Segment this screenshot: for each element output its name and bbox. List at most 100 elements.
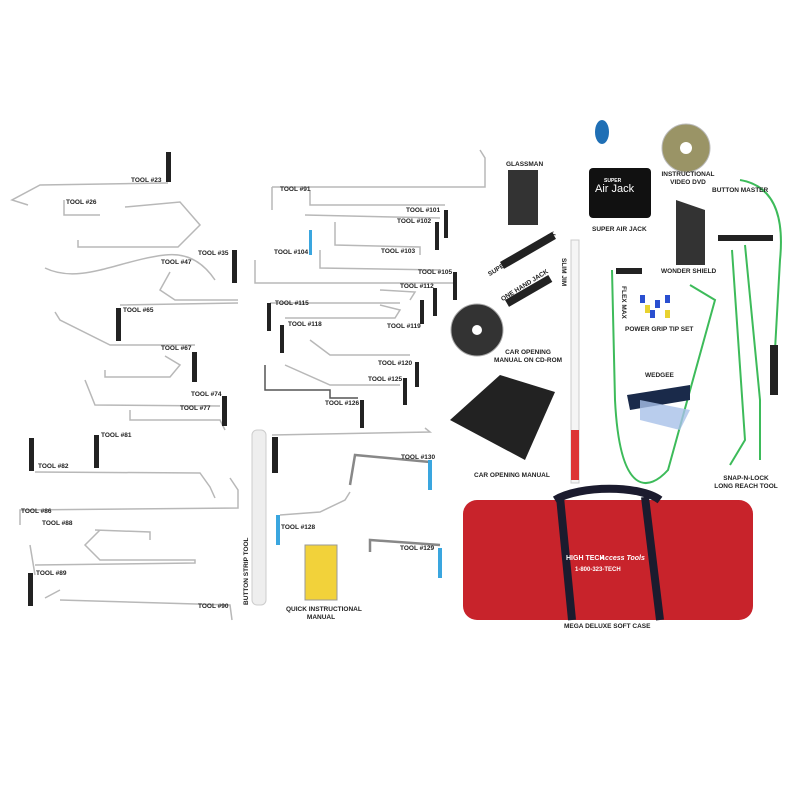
tool-label: TOOL #112 xyxy=(400,283,434,290)
tool-82-rod xyxy=(19,471,239,525)
tool-112-rod xyxy=(270,289,417,319)
snap-n-lock-label-line1: SNAP-N-LOCK xyxy=(723,475,769,482)
tool-part xyxy=(438,548,442,578)
tool-label: TOOL #74 xyxy=(191,391,222,398)
tool-label: TOOL #35 xyxy=(198,250,229,257)
tool-part xyxy=(718,235,773,241)
tool-label: TOOL #65 xyxy=(123,307,154,314)
tool-part xyxy=(116,308,121,341)
tool-23-rod xyxy=(10,182,169,206)
tool-label: TOOL #23 xyxy=(131,177,162,184)
tool-part xyxy=(267,303,271,331)
tool-67-rod xyxy=(104,355,182,378)
tool-part xyxy=(28,573,33,606)
tool-label: TOOL #26 xyxy=(66,199,97,206)
super-air-jack-label: SUPER AIR JACK xyxy=(592,226,647,233)
tool-part xyxy=(415,362,419,387)
tool-label: TOOL #101 xyxy=(406,207,441,214)
cd-rom-label-line1: CAR OPENING xyxy=(505,349,551,356)
wedgee-label: WEDGEE xyxy=(645,372,674,379)
power-grip-tips-yellow xyxy=(645,305,670,318)
tool-label: TOOL #126 xyxy=(325,400,360,407)
tool-part xyxy=(232,250,237,283)
tool-105-rod xyxy=(254,250,455,284)
tool-label: TOOL #130 xyxy=(401,454,436,461)
tool-126-rod xyxy=(264,365,358,399)
tool-part xyxy=(428,460,432,490)
tool-part xyxy=(611,179,782,484)
car-opening-manual-label: CAR OPENING MANUAL xyxy=(474,472,550,479)
wonder-shield-label: WONDER SHIELD xyxy=(661,268,717,275)
tool-label: TOOL #89 xyxy=(36,570,67,577)
tool-part xyxy=(276,515,280,545)
cd-rom-label-line2: MANUAL ON CD-ROM xyxy=(493,357,563,364)
button-master-label: BUTTON MASTER xyxy=(712,187,769,194)
tool-part xyxy=(552,484,664,621)
tool-label: TOOL #102 xyxy=(397,218,432,225)
tool-label: TOOL #77 xyxy=(180,405,211,412)
button-master xyxy=(739,179,782,351)
tool-part xyxy=(665,295,670,303)
tool-26-rod xyxy=(63,200,202,248)
tool-128-rod xyxy=(271,427,433,516)
case-label: MEGA DELUXE SOFT CASE xyxy=(564,623,651,630)
tool-label: TOOL #119 xyxy=(387,323,421,330)
air-jack-bulb xyxy=(595,120,609,144)
slim-jim xyxy=(570,239,580,484)
quick-manual-label-line1: QUICK INSTRUCTIONAL xyxy=(286,606,362,613)
dvd-label-line1: INSTRUCTIONAL xyxy=(661,171,715,178)
tool-129-rod xyxy=(368,538,441,552)
tool-label: TOOL #88 xyxy=(42,520,73,527)
tool-part xyxy=(29,438,34,471)
case-logo-brand: HIGH TECH xyxy=(566,555,605,562)
tool-part xyxy=(640,400,690,430)
tool-label: TOOL #128 xyxy=(281,524,316,531)
one-hand-jack xyxy=(505,275,553,307)
tool-part xyxy=(616,268,642,274)
tool-90-rod xyxy=(29,544,233,621)
tool-part xyxy=(94,435,99,468)
case-logo-tools: Access Tools xyxy=(600,555,645,562)
flex-max xyxy=(611,269,717,484)
tool-label: TOOL #90 xyxy=(198,603,229,610)
tool-label: TOOL #118 xyxy=(288,321,322,328)
tool-part xyxy=(166,152,171,182)
air-jack-logo-text: Air Jack xyxy=(595,183,635,195)
tool-part xyxy=(280,325,284,353)
flex-max-label: FLEX MAX xyxy=(620,286,627,319)
power-grip-tips xyxy=(640,295,670,318)
tool-label: TOOL #67 xyxy=(161,345,192,352)
tool-102-rod xyxy=(304,214,441,255)
tool-part xyxy=(770,345,778,395)
tool-part xyxy=(192,352,197,382)
tool-part xyxy=(403,378,407,405)
tool-part xyxy=(272,437,278,473)
super-one-hand-jack xyxy=(500,232,556,269)
tool-part xyxy=(222,396,227,426)
power-grip-label: POWER GRIP TIP SET xyxy=(625,326,694,333)
tool-88-rod xyxy=(34,529,196,566)
mega-deluxe-soft-case xyxy=(463,500,753,620)
tool-47-rod xyxy=(44,253,216,281)
tool-part xyxy=(433,288,437,316)
tool-65-rod xyxy=(54,302,239,346)
tool-part xyxy=(360,400,364,428)
tool-35-rod xyxy=(159,271,238,301)
tool-part xyxy=(680,142,692,154)
super-air-jack-bag xyxy=(589,168,651,218)
car-opening-manual-book xyxy=(450,375,555,460)
tool-part xyxy=(10,149,486,621)
tool-part xyxy=(650,310,655,318)
tool-part xyxy=(309,230,312,255)
tool-part xyxy=(348,453,441,552)
glassman-label: GLASSMAN xyxy=(506,161,544,168)
tool-part xyxy=(655,300,660,308)
tool-label: TOOL #81 xyxy=(101,432,132,439)
tool-part xyxy=(472,325,482,335)
button-strip-tool xyxy=(251,429,267,606)
